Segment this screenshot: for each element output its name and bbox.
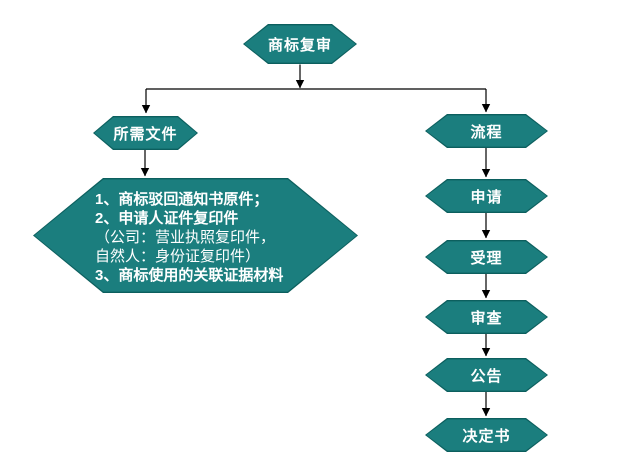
hexagon-shape: [425, 179, 548, 213]
document-item: 自然人：身份证复印件）: [95, 248, 261, 265]
process-step-announce-hexagon: 公告: [425, 358, 548, 392]
process-step-accept-hexagon: 受理: [425, 240, 548, 274]
document-item: 2、申请人证件复印件: [95, 210, 239, 227]
hexagon-shape: [93, 116, 198, 150]
process-step-decision-hexagon: 决定书: [425, 418, 548, 452]
documents-detail-hexagon: 1、商标驳回通知书原件； 2、申请人证件复印件 （公司：营业执照复印件， 自然人…: [33, 178, 358, 293]
hexagon-shape: [425, 300, 548, 334]
document-item: 3、商标使用的关联证据材料: [95, 267, 284, 284]
documents-detail-text: 1、商标驳回通知书原件； 2、申请人证件复印件 （公司：营业执照复印件， 自然人…: [95, 190, 283, 285]
document-item: 1、商标驳回通知书原件；: [95, 191, 269, 208]
process-step-label: 公告: [470, 367, 503, 385]
process-step-label: 受理: [470, 249, 503, 267]
root-hexagon: 商标复审: [243, 24, 357, 64]
required-documents-hexagon: 所需文件: [93, 116, 198, 150]
required-documents-label: 所需文件: [113, 125, 178, 143]
process-step-label: 决定书: [462, 427, 511, 445]
hexagon-shape: [425, 240, 548, 274]
process-step-review-hexagon: 审查: [425, 300, 548, 334]
process-step-label: 审查: [470, 309, 503, 327]
process-step-apply-hexagon: 申请: [425, 179, 548, 213]
root-label: 商标复审: [267, 36, 332, 54]
hexagon-shape: [425, 114, 548, 148]
document-item: （公司：营业执照复印件，: [95, 229, 276, 246]
hexagon-shape: [425, 418, 548, 452]
process-label: 流程: [470, 123, 503, 141]
hexagon-shape: [33, 178, 358, 293]
process-hexagon: 流程: [425, 114, 548, 148]
process-step-label: 申请: [470, 188, 503, 206]
hexagon-shape: [425, 358, 548, 392]
hexagon-shape: [243, 24, 357, 64]
